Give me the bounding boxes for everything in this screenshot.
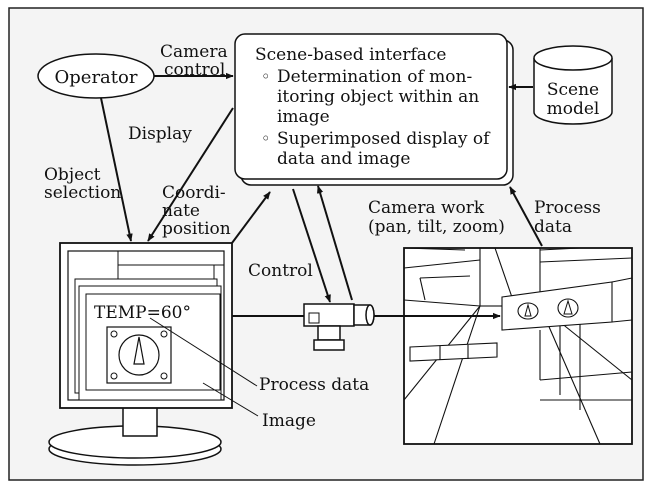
object-selection-label-1: Object (44, 165, 101, 185)
interface-bullet-1: ◦ (261, 67, 270, 86)
scene-model-label-2: model (547, 99, 600, 119)
coordinate-position-label-3: position (162, 219, 231, 239)
camera-feedback-arrow (316, 185, 353, 301)
display-arrow (147, 107, 234, 242)
operator-label: Operator (55, 67, 138, 88)
object-selection-label-2: selection (44, 183, 121, 203)
image-label: Image (262, 411, 316, 431)
operator-node: Operator (37, 53, 155, 99)
scene-gauge-right-icon (557, 298, 579, 318)
scene-model-cylinder: Scene model (533, 45, 613, 125)
process-data-up-arrow (509, 186, 543, 247)
camera-control-label-2: control (164, 60, 225, 80)
image-leader (202, 382, 259, 417)
scene-interface-title: Scene-based interface (255, 45, 446, 65)
temp-readout: TEMP=60° (94, 303, 191, 323)
scene-view (403, 247, 633, 445)
interface-bullet-2: ◦ (261, 129, 270, 148)
coordinate-position-arrow (231, 191, 271, 244)
interface-item-2-line-2: data and image (277, 149, 410, 169)
coordinate-position-label-1: Coordi- (162, 183, 226, 203)
control-arrow (292, 188, 331, 303)
gauge-icon (106, 326, 172, 384)
object-selection-arrow (100, 97, 133, 242)
video-camera-icon (303, 303, 375, 351)
process-data-right-label-1: Process (534, 198, 601, 218)
interface-item-2-line-1: Superimposed display of (277, 129, 491, 149)
display-label: Display (128, 124, 192, 144)
coordinate-position-label-2: nate (162, 201, 200, 221)
scene-gauge-left-icon (517, 302, 539, 320)
interface-item-1-line-1: Determination of mon- (277, 67, 472, 87)
process-data-right-label-2: data (534, 217, 572, 237)
camera-work-label-2: (pan, tilt, zoom) (368, 217, 505, 237)
scene-interface-node: Scene-based interface ◦ Determination of… (234, 33, 514, 186)
monitor: TEMP=60° (48, 242, 233, 466)
control-label: Control (248, 261, 313, 281)
camera-work-label-1: Camera work (368, 198, 485, 218)
process-data-label: Process data (259, 375, 369, 395)
interface-item-1-line-3: image (277, 107, 330, 127)
process-data-leader (149, 317, 258, 387)
interface-item-1-line-2: itoring object within an (277, 87, 479, 107)
camera-control-label-1: Camera (160, 42, 228, 62)
scene-model-label-1: Scene (547, 80, 599, 100)
